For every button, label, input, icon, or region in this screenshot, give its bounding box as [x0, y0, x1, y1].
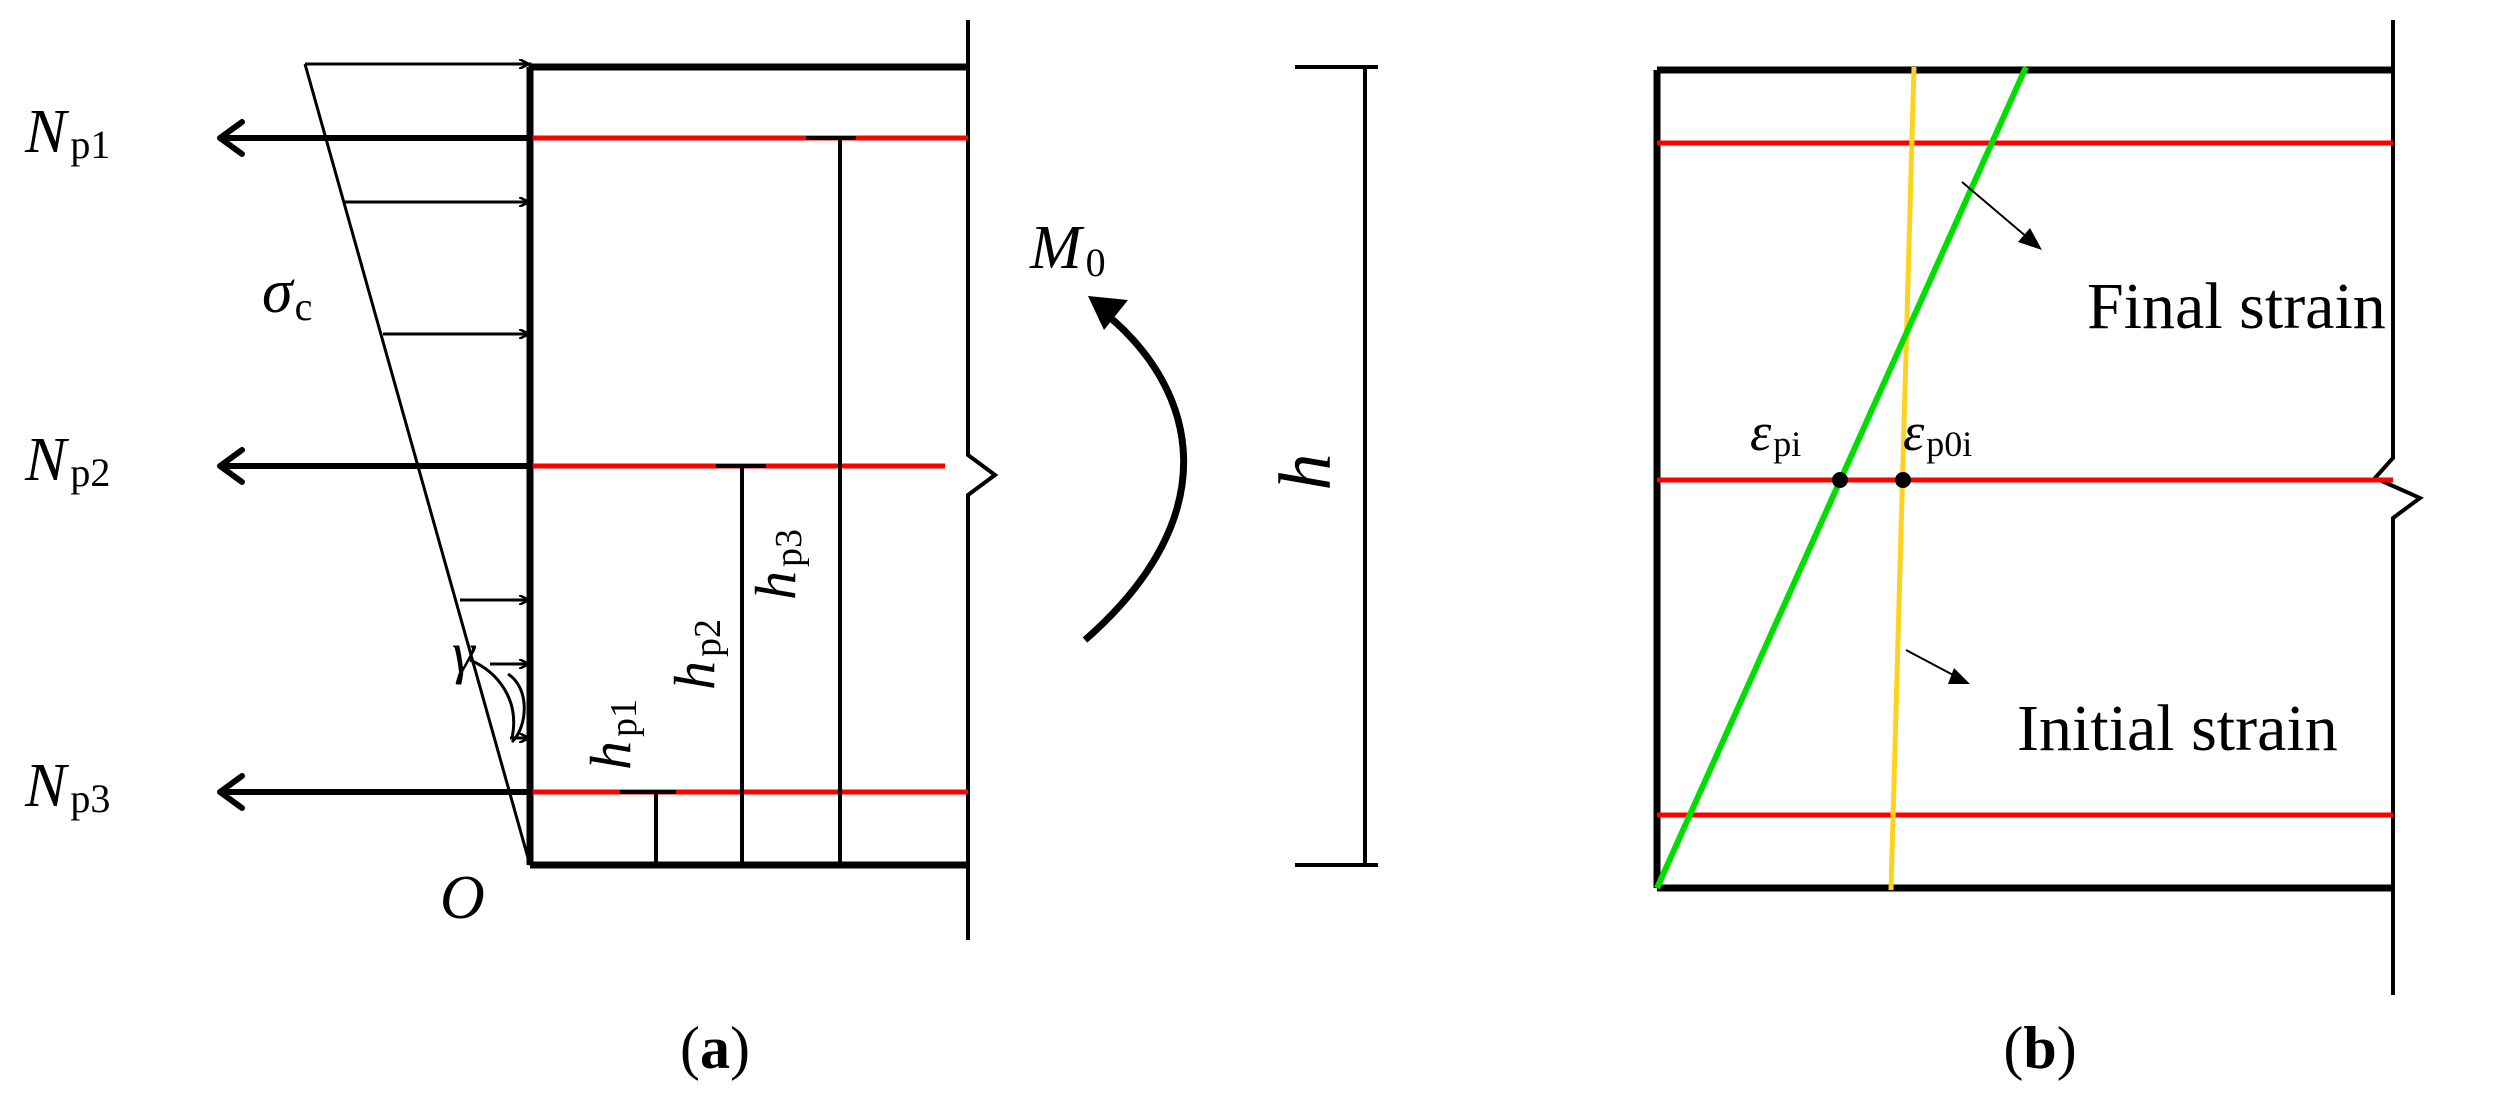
strain-label-pi: εpi [1750, 402, 1801, 464]
final-strain-label: Final strain [2087, 270, 2386, 343]
moment-arrow [1082, 311, 1188, 643]
leader-head-final [2018, 228, 2042, 250]
tendon-force-arrows [217, 119, 533, 811]
stress-label: σc [262, 258, 312, 329]
caption-a: (a) [680, 1015, 750, 1081]
strain-point-pi [1832, 472, 1848, 488]
panel-b: εpi εp0i Final strain Initial strain (b) [1653, 20, 2424, 1081]
break-line-b [2371, 20, 2424, 995]
strain-point-p0i [1895, 472, 1911, 488]
height-dimensions [620, 136, 856, 865]
total-height-dimension [1295, 65, 1378, 867]
height-label-hp2: hp2 [662, 619, 729, 690]
angle-label: γ [452, 620, 477, 685]
angle-arc-lower [507, 672, 526, 744]
leader-head-initial [1948, 668, 1970, 684]
moment-arrow-head [1088, 296, 1128, 330]
stress-arrows [310, 64, 528, 738]
break-line [966, 20, 999, 940]
leader-lines [1905, 181, 2029, 677]
initial-strain-label: Initial strain [2017, 692, 2338, 765]
height-label-hp1: hp1 [578, 699, 645, 770]
strain-label-p0i: εp0i [1903, 402, 1972, 464]
origin-label: O [440, 864, 485, 932]
caption-b: (b) [2003, 1015, 2076, 1081]
total-height-label: h [1265, 454, 1347, 491]
height-label-hp3: hp3 [743, 529, 810, 600]
angle-arc [469, 658, 516, 739]
